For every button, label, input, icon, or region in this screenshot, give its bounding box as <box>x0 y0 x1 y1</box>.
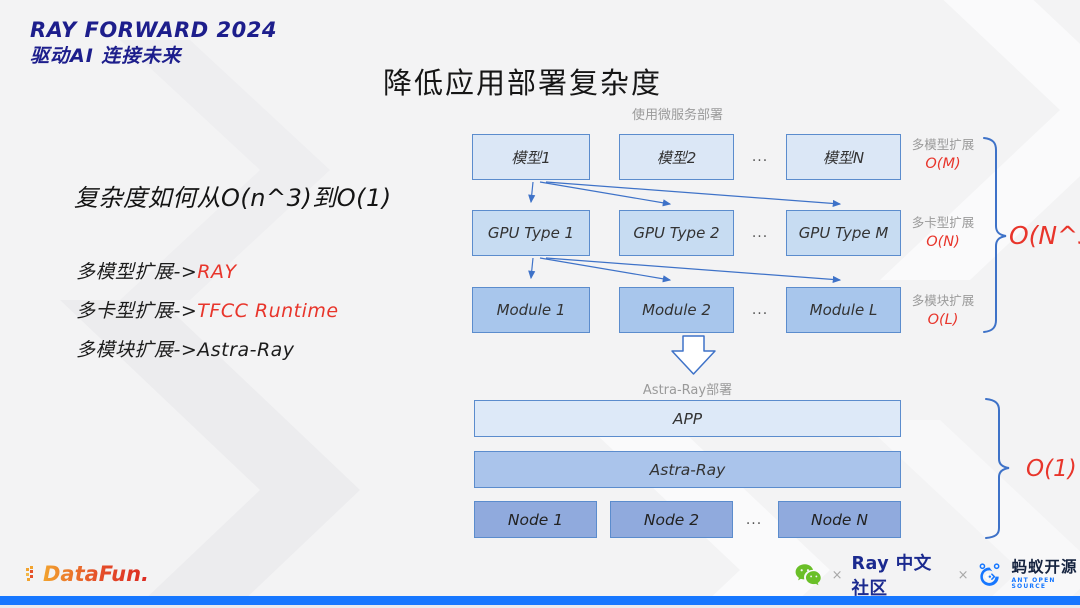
diagram-box-gpu-1: GPU Type 1 <box>472 210 590 256</box>
bullet-multi-module: 多模块扩展->Astra-Ray <box>76 335 295 362</box>
bottom-complexity: O(1) <box>1026 456 1077 482</box>
page-title: 降低应用部署复杂度 <box>382 66 662 100</box>
diagram-box-node-n: Node N <box>778 501 901 538</box>
bullet-prefix: 多卡型扩展-> <box>76 300 198 322</box>
bullet-highlight: RAY <box>197 261 237 283</box>
footer-partners: × Ray 中文社区 × 蚂蚁开源 ANT OPEN SOURCE <box>795 550 1080 600</box>
annotation-label: 多模块扩展 <box>911 293 975 308</box>
astra-deploy-label: Astra-Ray部署 <box>642 383 733 398</box>
diagram-box-node-1: Node 1 <box>474 501 597 538</box>
ant-open-source-wordmark: 蚂蚁开源 ANT OPEN SOURCE <box>1012 560 1080 590</box>
complexity-heading: 复杂度如何从O(n^3)到O(1) <box>74 184 392 212</box>
annotation-multi-card: 多卡型扩展 O(N) <box>898 215 988 251</box>
brand-tagline: 驱动AI 连接未来 <box>30 45 182 68</box>
times-separator: × <box>957 567 969 583</box>
bullet-prefix: 多模块扩展-> <box>76 339 198 361</box>
datafun-wordmark: DataFun. <box>43 562 150 586</box>
ant-open-source-name: 蚂蚁开源 <box>1011 558 1078 577</box>
diagram-box-module-2: Module 2 <box>619 287 734 333</box>
datafun-logo: DataFun. <box>26 562 149 586</box>
ellipsis: ... <box>751 302 769 318</box>
diagram-box-model-1: 模型1 <box>472 134 590 180</box>
annotation-complexity: O(M) <box>925 155 961 172</box>
annotation-multi-model: 多模型扩展 O(M) <box>898 137 988 173</box>
annotation-label: 多卡型扩展 <box>911 215 975 230</box>
ant-open-source-icon <box>980 563 1000 586</box>
times-separator: × <box>831 567 843 583</box>
brand-logo: RAY FORWARD 2024 驱动AI 连接未来 <box>30 18 277 68</box>
wechat-icon <box>795 563 821 585</box>
diagram-box-gpu-2: GPU Type 2 <box>619 210 734 256</box>
diagram-box-astra-ray: Astra-Ray <box>474 451 901 488</box>
ellipsis: ... <box>751 149 769 165</box>
annotation-multi-module: 多模块扩展 O(L) <box>898 293 988 329</box>
footer-accent-bar <box>0 596 1080 605</box>
bullet-highlight: TFCC Runtime <box>197 300 339 322</box>
diagram-box-gpu-m: GPU Type M <box>786 210 901 256</box>
diagram-box-node-2: Node 2 <box>610 501 733 538</box>
bullet-highlight: Astra-Ray <box>197 339 295 361</box>
annotation-label: 多模型扩展 <box>911 137 975 152</box>
bullet-prefix: 多模型扩展-> <box>76 261 198 283</box>
annotation-complexity: O(L) <box>927 311 959 328</box>
diagram-box-app: APP <box>474 400 901 437</box>
microservice-deploy-label: 使用微服务部署 <box>631 108 723 123</box>
ray-community-wordmark: Ray 中文社区 <box>851 554 932 599</box>
ant-open-source-subtitle: ANT OPEN SOURCE <box>1011 576 1056 590</box>
datafun-icon <box>26 566 33 581</box>
annotation-complexity: O(N) <box>926 233 960 250</box>
ellipsis: ... <box>751 225 769 241</box>
overall-complexity: O(N^3) <box>1009 221 1080 250</box>
diagram-box-module-l: Module L <box>786 287 901 333</box>
footer-bottom-strip <box>0 605 1080 608</box>
brand-title: RAY FORWARD 2024 <box>30 18 277 42</box>
diagram-box-model-n: 模型N <box>786 134 901 180</box>
bullet-multi-model: 多模型扩展->RAY <box>76 257 237 284</box>
ellipsis: ... <box>745 512 763 528</box>
bullet-multi-card: 多卡型扩展->TFCC Runtime <box>76 296 339 323</box>
diagram-box-model-2: 模型2 <box>619 134 734 180</box>
diagram-box-module-1: Module 1 <box>472 287 590 333</box>
